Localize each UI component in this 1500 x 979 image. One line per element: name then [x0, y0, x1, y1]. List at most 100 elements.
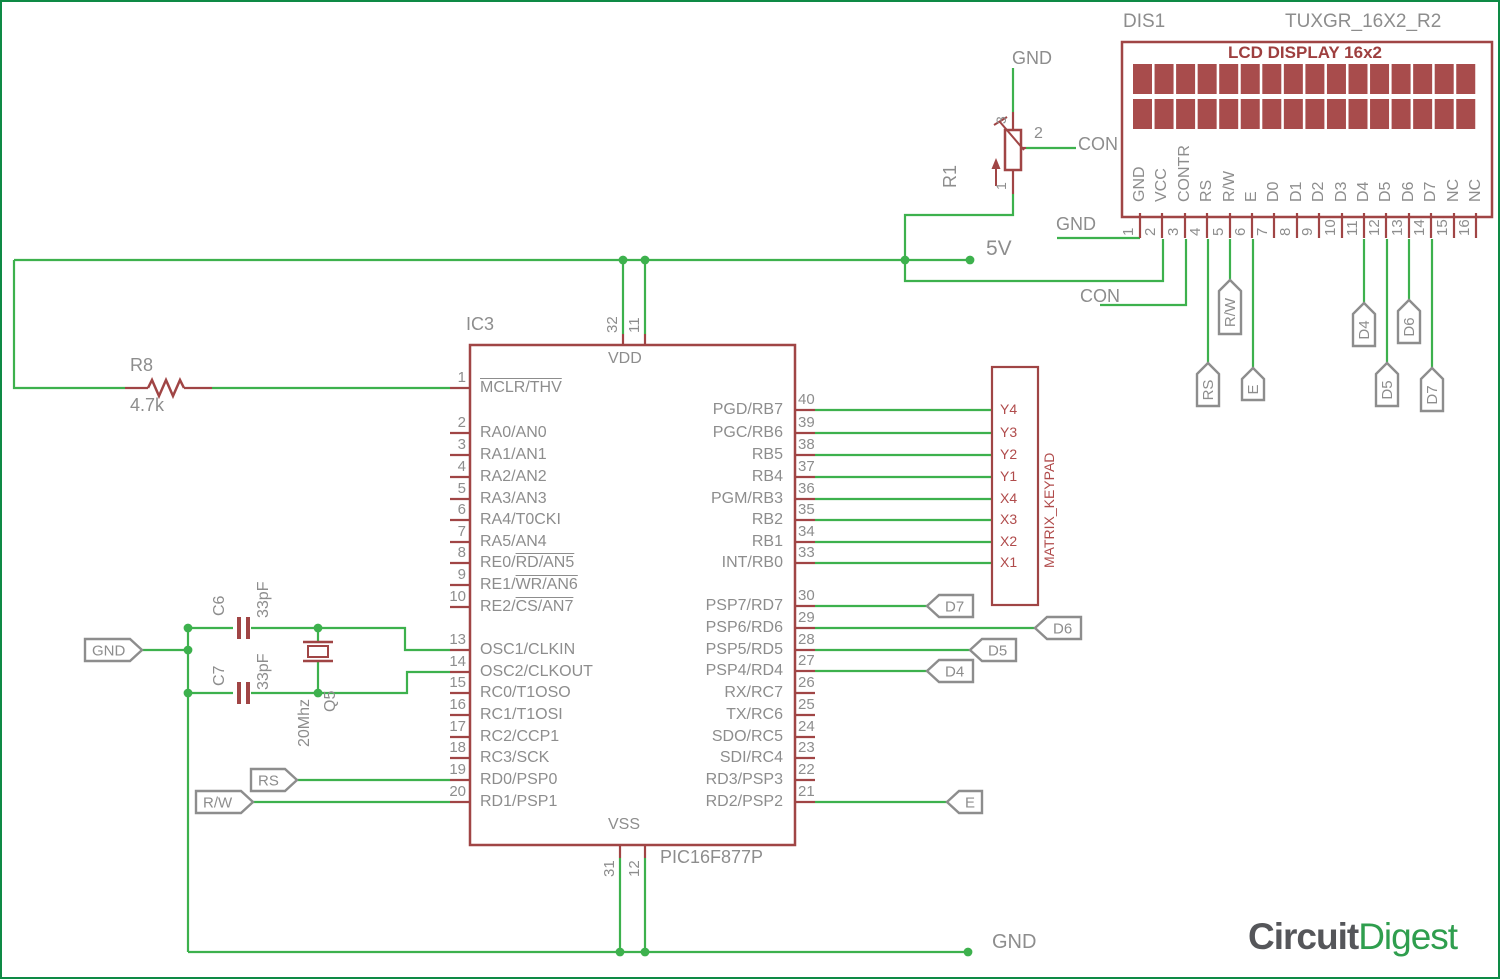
- lcd-cell: [1413, 99, 1433, 129]
- ic-pin-name: RD1/PSP1: [480, 793, 558, 810]
- lcd-pin-name: NC: [1467, 178, 1484, 202]
- capacitor-plate: [237, 617, 241, 639]
- net-label-GND: GND: [992, 931, 1037, 953]
- ic-pin-number: 5: [457, 480, 466, 497]
- ic-pin-number: 31: [601, 860, 618, 877]
- wire-segment: [903, 194, 1015, 260]
- ic-pin-name: RA3/AN3: [480, 490, 547, 507]
- r1-pin1-label: 1: [993, 182, 1009, 190]
- lcd-pin-number: 3: [1165, 227, 1182, 236]
- ic-pin-number: 3: [457, 436, 466, 453]
- ic-pin-name: RD2/PSP2: [705, 793, 783, 810]
- lcd-pin-name: D7: [1422, 181, 1439, 202]
- keypad-pin-label: X2: [1000, 533, 1018, 549]
- lcd-body: [1120, 40, 1494, 219]
- lcd-cell: [1456, 99, 1476, 129]
- lcd-pin-number: 11: [1344, 220, 1361, 236]
- lcd-cell: [1326, 64, 1346, 94]
- lcd-cell: [1262, 64, 1282, 94]
- ic-pin-number: 20: [449, 783, 466, 800]
- flag-label: E: [1245, 384, 1262, 394]
- flag-label: D4: [1356, 320, 1373, 339]
- logo-digest: Digest: [1358, 916, 1458, 957]
- flag-RS: RS: [1195, 361, 1221, 408]
- flag-E: E: [945, 789, 984, 815]
- lcd-ref: DIS1: [1123, 11, 1166, 32]
- ic-pin-name: RA0/AN0: [480, 424, 547, 441]
- lcd-cell: [1219, 64, 1239, 94]
- flag-label: GND: [92, 643, 126, 660]
- flag-label: D5: [1379, 380, 1396, 399]
- junction-dot: [183, 623, 193, 633]
- lcd-pin-number: 4: [1187, 227, 1204, 236]
- flag-label: R/W: [203, 795, 233, 812]
- keypad-pin-label: X1: [1000, 554, 1018, 570]
- ic-pin-number: 38: [798, 436, 815, 453]
- c6-ref: C6: [211, 595, 228, 616]
- ic-pin-number: 18: [449, 739, 466, 756]
- junction-dot: [313, 688, 323, 698]
- lcd-pin-name: D2: [1310, 181, 1327, 202]
- ic-pin-number: 21: [798, 783, 815, 800]
- q5-ref: Q5: [322, 690, 339, 712]
- capacitor-plate: [246, 682, 250, 704]
- lcd-cell: [1456, 64, 1476, 94]
- lcd-cell: [1348, 64, 1368, 94]
- ic-pin-name: PGM/RB3: [710, 490, 783, 507]
- ic-pin-number: 25: [798, 696, 815, 713]
- ic-body: [468, 343, 797, 847]
- ic-ref: IC3: [466, 314, 495, 334]
- flag-RW: R/W: [194, 789, 255, 815]
- r1-pin3-label: 3: [993, 116, 1009, 124]
- lcd-cell: [1176, 64, 1196, 94]
- flag-D4: D4: [925, 658, 975, 684]
- ic-pin-name: RX/RC7: [724, 684, 783, 701]
- lcd-pin-number: 14: [1411, 219, 1428, 236]
- flag-D7: D7: [1419, 366, 1445, 413]
- keypad-pin-label: Y4: [1000, 401, 1018, 417]
- ic-pin-number: 1: [457, 369, 466, 386]
- flag-outline: [945, 789, 984, 815]
- ic-pin-name: RB4: [751, 468, 783, 485]
- flag-outline: [83, 637, 144, 663]
- lcd-pin-number: 5: [1210, 227, 1227, 236]
- flag-D7: D7: [925, 593, 975, 619]
- lcd-cell: [1197, 64, 1217, 94]
- ic-pin-name: RA2/AN2: [480, 468, 547, 485]
- ic-pin-name: RC2/CCP1: [480, 728, 560, 745]
- flag-outline: [1033, 615, 1083, 641]
- ic-pin-number: 26: [798, 674, 815, 691]
- c7-value: 33pF: [255, 653, 272, 690]
- lcd-cell: [1413, 64, 1433, 94]
- ic-pin-number: 11: [626, 317, 643, 333]
- ic-pin-number: 16: [449, 696, 466, 713]
- keypad-name: MATRIX_KEYPAD: [1041, 452, 1057, 568]
- ic-pin-name: SDI/RC4: [719, 749, 783, 766]
- ic-pin-name: OSC2/CLKOUT: [480, 663, 593, 680]
- ic-pin-name: RE0/RD/AN5: [480, 554, 575, 571]
- lcd-pin-number: 10: [1322, 219, 1339, 236]
- ic-pin-name: MCLR/THV: [480, 379, 562, 396]
- wire-segment: [1100, 239, 1188, 307]
- lcd-cell: [1391, 99, 1411, 129]
- junction-dot: [183, 645, 193, 655]
- c6-value: 33pF: [255, 581, 272, 618]
- junction-dot: [618, 255, 628, 265]
- flag-E: E: [1240, 366, 1266, 402]
- junction-dot: [183, 688, 193, 698]
- keypad-pin-label: X4: [1000, 490, 1018, 506]
- trimmer-r1-arrowhead: [991, 158, 1001, 169]
- flag-D5: D5: [1374, 361, 1400, 408]
- lcd-cell: [1240, 99, 1260, 129]
- r1-ref: R1: [940, 164, 960, 188]
- ic-pin-name: INT/RB0: [721, 554, 783, 571]
- ic-pin-name: PSP4/RD4: [705, 662, 783, 679]
- lcd-pin-number: 8: [1277, 227, 1294, 236]
- lcd-cell: [1370, 99, 1390, 129]
- q5-value: 20Mhz: [296, 698, 313, 747]
- lcd-pin-number: 6: [1232, 227, 1249, 236]
- ic-pin-number: 35: [798, 501, 815, 518]
- lcd-pin-name: RS: [1198, 179, 1215, 202]
- flag-D6: D6: [1033, 615, 1083, 641]
